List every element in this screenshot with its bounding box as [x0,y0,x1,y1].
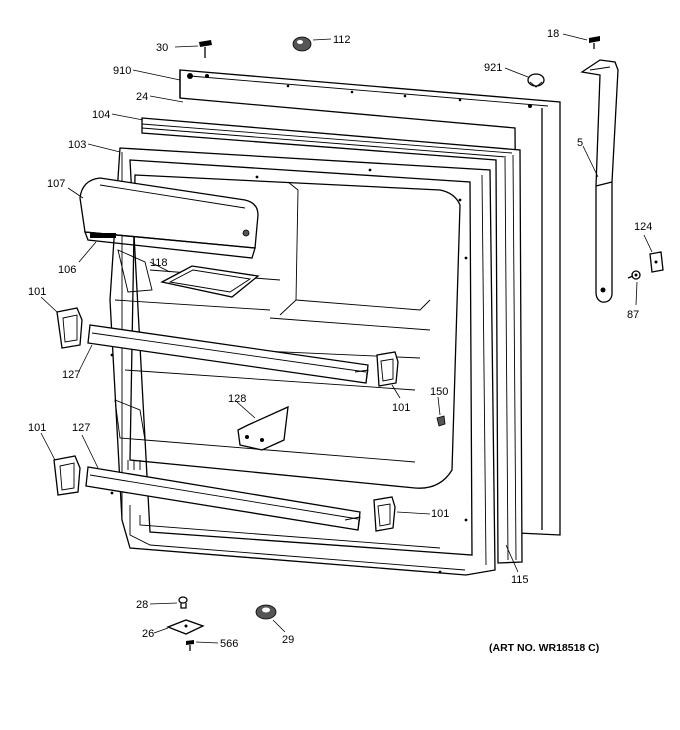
callout-30: 30 [156,42,168,54]
callout-118: 118 [150,257,168,269]
shelf-support-lower-right [373,496,396,532]
butter-tray [160,265,260,298]
callout-128: 128 [228,393,246,405]
bracket-124 [649,251,664,273]
callout-24: 24 [136,91,148,103]
washer-87 [627,270,641,280]
callout-101-upper-right: 101 [392,402,410,414]
plug-921 [527,73,545,88]
callout-115: 115 [511,574,529,586]
upper-shelf-bar [87,324,369,384]
callout-104: 104 [92,109,110,121]
lower-shelf-bar [85,466,361,531]
callout-103: 103 [68,139,86,151]
callout-107: 107 [47,178,65,190]
callout-labels: 30 112 18 910 921 24 104 103 5 107 106 1… [28,28,652,650]
plug-112 [292,36,312,52]
door-gasket [141,117,523,564]
callout-101-lower-right: 101 [431,508,449,520]
shelf-clip [237,405,289,451]
callout-87: 87 [627,309,639,321]
callout-127-upper: 127 [62,369,80,381]
callout-921: 921 [484,62,502,74]
shelf-support-lower-left [53,455,81,496]
screw-566 [186,640,194,651]
callout-112: 112 [333,34,351,46]
callout-26: 26 [142,628,154,640]
callout-124: 124 [634,221,652,233]
callout-101-lower-left: 101 [28,422,46,434]
callout-28: 28 [136,599,148,611]
door-stop-28 [178,596,188,609]
callout-29: 29 [282,634,294,646]
screw-30 [199,40,212,58]
callout-5: 5 [577,137,583,149]
shelf-support-upper-left [56,307,83,349]
callout-18: 18 [547,28,559,40]
callout-106: 106 [58,264,76,276]
cam-26 [166,619,205,635]
callout-566: 566 [220,638,238,650]
stop-150 [436,415,446,427]
plug-29 [255,604,277,620]
callout-910: 910 [113,65,131,77]
callout-127-lower: 127 [72,422,90,434]
dairy-compartment-door [79,177,259,259]
callout-101-upper-left: 101 [28,286,46,298]
callout-150: 150 [430,386,448,398]
art-number: (ART NO. WR18518 C) [489,642,599,654]
shelf-support-upper-right [376,351,399,387]
door-hinge [580,59,619,303]
leader-lines [40,33,653,644]
screw-18 [589,36,600,49]
